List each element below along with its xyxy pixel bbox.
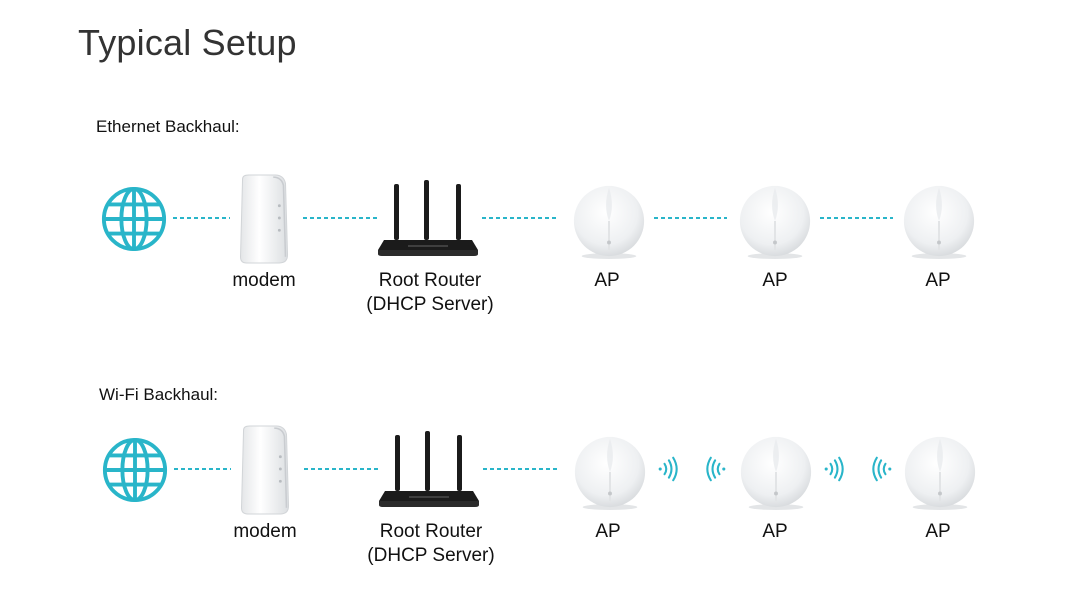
wifi-signal-icon [872,456,893,482]
wifi-ap3-label: AP [925,521,951,542]
globe-icon [102,437,168,503]
access-point-icon [738,184,812,260]
ethernet-ap2-label: AP [762,270,788,291]
ethernet-router-role: (DHCP Server) [366,294,494,315]
wifi-router-role: (DHCP Server) [367,545,495,566]
access-point-icon [572,184,646,260]
wifi-row [102,425,977,515]
wifi-signal-icon [706,456,727,482]
wifi-ap2-label: AP [762,521,788,542]
router-icon [379,431,479,507]
modem-icon [239,174,289,264]
globe-icon [101,186,167,252]
wifi-signal-icon [657,456,678,482]
page-title: Typical Setup [78,22,297,63]
access-point-icon [573,435,647,511]
modem-icon [240,425,290,515]
access-point-icon [903,435,977,511]
ethernet-backhaul-label: Ethernet Backhaul: [96,117,240,136]
access-point-icon [902,184,976,260]
ethernet-modem-label: modem [232,270,296,291]
router-icon [378,180,478,256]
wifi-ap1-label: AP [595,521,621,542]
wifi-router-name: Root Router [379,521,483,542]
access-point-icon [739,435,813,511]
ethernet-row [101,174,976,264]
ethernet-router-name: Root Router [378,270,482,291]
wifi-modem-label: modem [233,521,297,542]
ethernet-ap3-label: AP [925,270,951,291]
wifi-backhaul-label: Wi-Fi Backhaul: [99,385,219,404]
wifi-signal-icon [823,456,844,482]
wifi-router-label: Root Router (DHCP Server) [367,520,494,568]
ethernet-ap1-label: AP [594,270,620,291]
ethernet-router-label: Root Router (DHCP Server) [366,269,493,317]
